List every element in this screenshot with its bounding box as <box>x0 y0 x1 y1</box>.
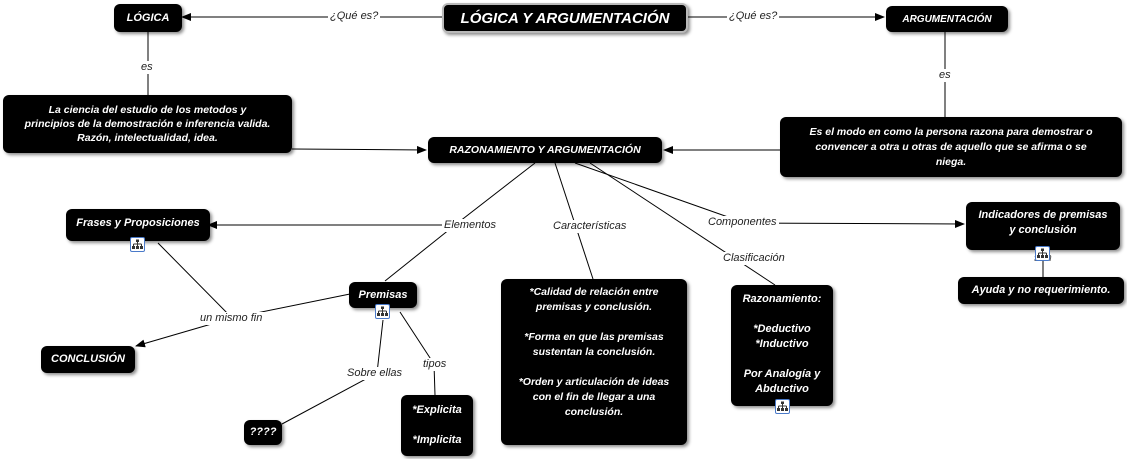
submap-icon-glyph <box>1037 248 1048 258</box>
link-label-mismo-fin: un mismo fin <box>198 312 265 325</box>
node-conclusion[interactable]: CONCLUSIÓN <box>41 346 135 373</box>
node-ayuda-text: Ayuda y no requerimiento. <box>971 284 1111 296</box>
node-frases-text: Frases y Proposiciones <box>76 217 200 229</box>
node-logica-text: LÓGICA <box>126 11 170 24</box>
node-tipos-list[interactable]: *Explicita *Implicita <box>401 395 473 456</box>
link-label-es-right: es <box>937 69 953 82</box>
line-premisas-to-tipos <box>399 311 436 396</box>
node-conclusion-text: CONCLUSIÓN <box>51 353 125 365</box>
node-logica-definicion-text: La ciencia del estudio de los metodos y … <box>24 104 271 144</box>
link-label-tipos: tipos <box>421 358 449 371</box>
node-caracteristicas-list[interactable]: *Calidad de relación entre premisas y co… <box>501 279 687 445</box>
line-elementos-to-premisas <box>384 224 456 282</box>
link-label-componentes: Componentes <box>706 216 779 229</box>
node-razonamiento[interactable]: RAZONAMIENTO Y ARGUMENTACIÓN <box>428 137 662 163</box>
node-title[interactable]: LÓGICA Y ARGUMENTACIÓN <box>442 3 688 33</box>
node-premisas-text: Premisas <box>358 288 408 301</box>
link-label-clasificacion: Clasificación <box>721 252 787 265</box>
node-indicadores[interactable]: Indicadores de premisas y conclusión <box>966 202 1120 250</box>
node-razonamiento-text: RAZONAMIENTO Y ARGUMENTACIÓN <box>449 143 641 156</box>
submap-icon[interactable] <box>775 399 790 414</box>
node-caracteristicas-list-text: *Calidad de relación entre premisas y co… <box>518 286 670 418</box>
node-incognita[interactable]: ???? <box>244 420 282 445</box>
link-label-es-left: es <box>139 61 155 74</box>
line-frases-to-conclusion <box>157 242 351 319</box>
link-label-caracteristicas: Características <box>551 220 629 233</box>
node-logica-definicion[interactable]: La ciencia del estudio de los metodos y … <box>3 95 292 153</box>
submap-icon[interactable] <box>1035 246 1050 261</box>
node-argumentacion-definicion-text: Es el modo en como la persona razona par… <box>809 125 1093 168</box>
node-indicadores-text: Indicadores de premisas y conclusión <box>978 209 1108 236</box>
submap-icon-glyph <box>132 239 143 249</box>
line-logdef-to-razonamiento <box>291 145 427 154</box>
node-argumentacion-text: ARGUMENTACIÓN <box>902 13 992 25</box>
node-razonamiento-tipos[interactable]: Razonamiento: *Deductivo *Inductivo Por … <box>731 285 833 406</box>
line-razonamiento-to-frases <box>207 162 536 229</box>
node-argumentacion-definicion[interactable]: Es el modo en como la persona razona par… <box>780 117 1122 177</box>
node-title-text: LÓGICA Y ARGUMENTACIÓN <box>460 9 670 27</box>
submap-icon[interactable] <box>375 304 390 319</box>
link-label-sobre-ellas: Sobre ellas <box>345 367 405 380</box>
node-ayuda[interactable]: Ayuda y no requerimiento. <box>958 277 1124 304</box>
node-tipos-list-text: *Explicita *Implicita <box>412 404 462 446</box>
link-label-que-es-left: ¿Qué es? <box>328 10 381 23</box>
node-razonamiento-tipos-text: Razonamiento: *Deductivo *Inductivo Por … <box>742 293 822 395</box>
link-label-que-es-right: ¿Qué es? <box>727 10 780 23</box>
node-argumentacion[interactable]: ARGUMENTACIÓN <box>886 6 1008 32</box>
node-frases[interactable]: Frases y Proposiciones <box>66 209 210 241</box>
submap-icon-glyph <box>777 401 788 411</box>
submap-icon[interactable] <box>130 237 145 252</box>
link-label-elementos: Elementos <box>442 219 498 232</box>
node-premisas[interactable]: Premisas <box>349 282 417 308</box>
submap-icon-glyph <box>377 306 388 316</box>
node-logica[interactable]: LÓGICA <box>114 4 182 32</box>
node-incognita-text: ???? <box>249 426 277 438</box>
